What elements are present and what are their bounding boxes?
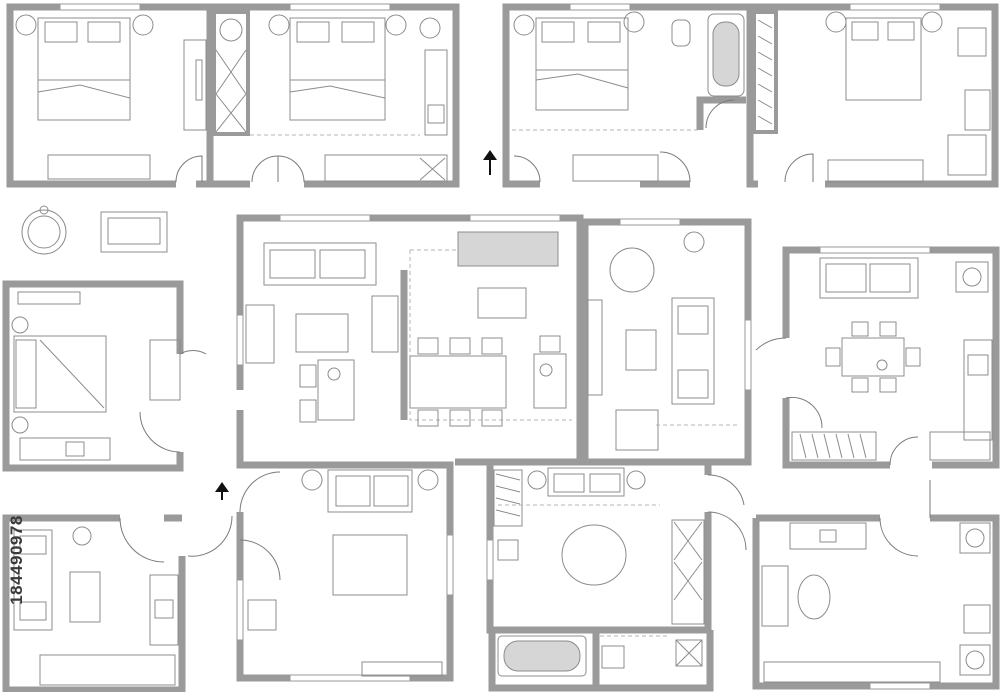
lounge [581,218,752,466]
small-bedroom [2,280,207,472]
studio-room [2,514,186,692]
entry-arrow-middle [215,482,229,500]
stock-id-label: 184490978 [5,440,29,680]
kitchen-dining [755,246,1000,469]
entry-arrow-top [483,150,497,175]
living-dining [236,214,584,469]
bedroom-with-walkin [746,3,999,188]
bedroom-double-left [6,3,214,188]
bathroom [752,480,1000,690]
bedroom-with-wardrobe [210,3,460,188]
bedroom-with-bath [502,3,754,188]
living-room [187,461,454,682]
standalone-sofa [100,211,168,253]
small-bathroom [488,630,714,692]
bedroom-wardrobe-south [486,458,747,634]
stock-id-text: 184490978 [7,515,26,605]
standalone-armchair [21,205,67,255]
